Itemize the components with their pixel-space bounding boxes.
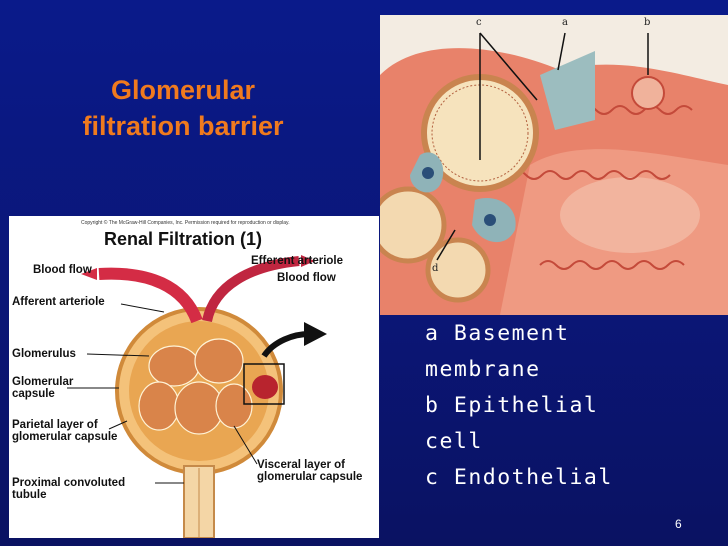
label-blood-flow-left: Blood flow	[33, 264, 92, 276]
label-blood-flow-right: Blood flow	[277, 272, 336, 284]
micrograph-label-b: b	[644, 17, 651, 28]
title-line-1: Glomerular	[110, 75, 256, 105]
label-proximal-tubule: Proximal convoluted tubule	[12, 477, 125, 501]
renal-filtration-figure: Copyright © The McGraw-Hill Companies, I…	[9, 216, 379, 538]
label-visceral-layer: Visceral layer of glomerular capsule	[257, 459, 362, 483]
label-visceral-line1: Visceral layer of	[257, 459, 346, 471]
page-number: 6	[675, 517, 682, 531]
title-line-2: filtration barrier	[82, 111, 284, 141]
micrograph-label-d: d	[432, 263, 439, 274]
micrograph-label-c: c	[476, 17, 482, 28]
label-proximal-line1: Proximal convoluted	[12, 477, 126, 489]
label-parietal-line2: glomerular capsule	[12, 431, 118, 443]
renal-corpuscle-drawing	[67, 255, 327, 538]
label-efferent-arteriole: Efferent arteriole	[251, 255, 344, 267]
figure-title: Renal Filtration (1)	[104, 229, 263, 249]
label-afferent-arteriole: Afferent arteriole	[12, 296, 105, 308]
label-glomerular-capsule: Glomerular capsule	[12, 376, 73, 400]
slide-title: Glomerular filtration barrier	[38, 72, 328, 144]
legend-line: cell	[425, 429, 483, 454]
legend-line: a Basement	[425, 321, 570, 346]
label-glomerular-capsule-line2: capsule	[12, 388, 55, 400]
micrograph-label-a: a	[562, 17, 568, 28]
filtration-barrier-illustration: c a b d	[380, 15, 728, 315]
copyright-notice: Copyright © The McGraw-Hill Companies, I…	[81, 220, 290, 226]
label-glomerulus: Glomerulus	[12, 348, 76, 360]
label-visceral-line2: glomerular capsule	[257, 471, 363, 483]
barrier-legend: a Basement membrane b Epithelial cell c …	[425, 316, 695, 496]
legend-line: c Endothelial	[425, 465, 613, 490]
label-proximal-line2: tubule	[12, 489, 47, 501]
label-parietal-line1: Parietal layer of	[12, 419, 98, 431]
label-parietal-layer: Parietal layer of glomerular capsule	[12, 419, 117, 443]
micrograph-drawing	[380, 15, 728, 315]
legend-line: membrane	[425, 357, 541, 382]
legend-line: b Epithelial	[425, 393, 599, 418]
label-glomerular-capsule-line1: Glomerular	[12, 376, 74, 388]
